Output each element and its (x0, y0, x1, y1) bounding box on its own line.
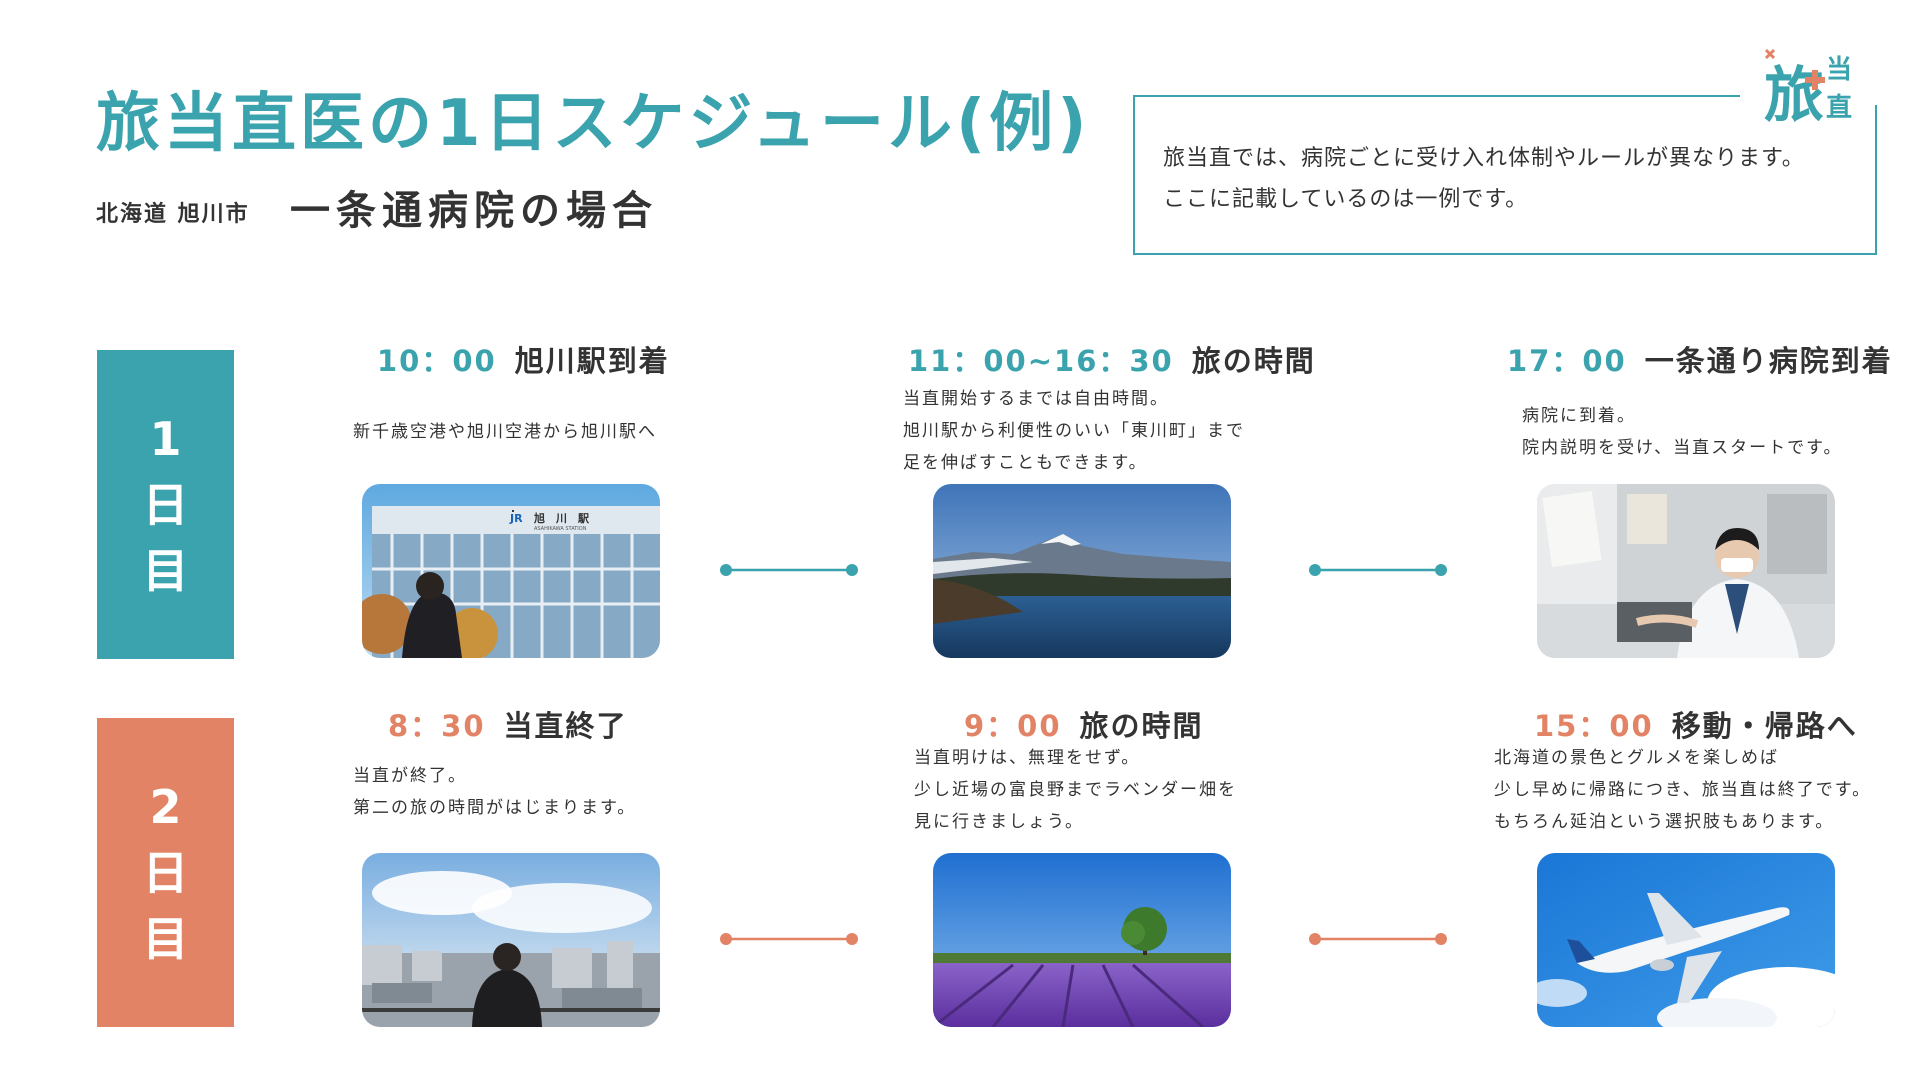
schedule-description: 当直開始するまでは自由時間。 旭川駅から利便性のいい「東川町」まで 足を伸ばすこ… (903, 383, 1245, 479)
description-line: 少し早めに帰路につき、旅当直は終了です。 (1494, 780, 1872, 800)
page-title: 旅当直医の1日スケジュール(例) (96, 87, 1091, 161)
schedule-title: 旅の時間 (1191, 344, 1316, 378)
city-view-photo (362, 853, 660, 1027)
note-line-1: 旅当直では、病院ごとに受け入れ体制やルールが異なります。 (1163, 146, 1805, 171)
schedule-description: 当直が終了。 第二の旅の時間がはじまります。 (353, 760, 636, 824)
note-line-2: ここに記載しているのは一例です。 (1163, 187, 1529, 212)
description-line: 少し近場の富良野までラベンダー畑を (914, 780, 1237, 800)
schedule-description: 北海道の景色とグルメを楽しめば 少し早めに帰路につき、旅当直は終了です。 もちろ… (1494, 742, 1871, 838)
timeline-connector (720, 564, 858, 576)
hospital-subtitle: 一条通病院の場合 (290, 188, 658, 234)
schedule-time: 15：00 (1534, 709, 1654, 743)
day-2-label: 2 日 目 (97, 718, 234, 1027)
note-box-gap (1740, 85, 1880, 105)
timeline-connector (1309, 933, 1447, 945)
description-line: もちろん延泊という選択肢もあります。 (1494, 812, 1835, 832)
station-sign: 旭 川 駅 (533, 511, 589, 525)
doctor-at-desk-photo (1537, 484, 1835, 658)
description-line: 当直開始するまでは自由時間。 (903, 389, 1169, 409)
schedule-description: 当直明けは、無理をせず。 少し近場の富良野までラベンダー畑を 見に行きましょう。 (914, 742, 1237, 838)
day-2-char2: 目 (142, 911, 189, 966)
description-line: 当直が終了。 (353, 766, 467, 786)
airplane-photo (1537, 853, 1835, 1027)
brand-logo: 旅 当 直 (1760, 44, 1860, 131)
description-line: 足を伸ばすこともできます。 (903, 453, 1148, 473)
schedule-title: 旅の時間 (1079, 709, 1204, 743)
schedule-time: 17：00 (1507, 344, 1627, 378)
location-label: 北海道 旭川市 (96, 202, 250, 227)
schedule-heading: 11：00~16：30 旅の時間 (908, 338, 1316, 380)
schedule-title: 移動・帰路へ (1671, 709, 1858, 743)
schedule-heading: 10：00 旭川駅到着 (377, 338, 670, 380)
day-1-char2: 目 (142, 543, 189, 598)
day-1-number: 1 (149, 411, 182, 466)
description-line: 北海道の景色とグルメを楽しめば (1494, 748, 1779, 768)
schedule-description: 病院に到着。 院内説明を受け、当直スタートです。 (1522, 400, 1842, 464)
schedule-title: 一条通り病院到着 (1644, 344, 1893, 378)
description-line: 当直明けは、無理をせず。 (914, 748, 1141, 768)
note-box (1133, 95, 1877, 255)
svg-text:直: 直 (1826, 93, 1852, 123)
schedule-heading: 8：30 当直終了 (388, 703, 628, 745)
timeline-connector (720, 933, 858, 945)
schedule-time: 8：30 (388, 709, 486, 743)
timeline-connector (1309, 564, 1447, 576)
day-1-char1: 日 (142, 477, 189, 532)
schedule-heading: 9：00 旅の時間 (964, 703, 1204, 745)
description-line: 病院に到着。 (1522, 406, 1636, 426)
schedule-time: 9：00 (964, 709, 1062, 743)
schedule-time: 10：00 (377, 344, 497, 378)
schedule-title: 当直終了 (503, 709, 628, 743)
description-line: 旭川駅から利便性のいい「東川町」まで (903, 421, 1245, 441)
description-line: 見に行きましょう。 (914, 812, 1084, 832)
medical-cross-icon: 旅 当 直 (1764, 48, 1852, 131)
day-1-label: 1 日 目 (97, 350, 234, 659)
lavender-field-photo (933, 853, 1231, 1027)
mountain-lake-photo (933, 484, 1231, 658)
day-2-number: 2 (149, 779, 182, 834)
schedule-heading: 17：00 一条通り病院到着 (1507, 338, 1893, 380)
schedule-time: 11：00~16：30 (908, 344, 1174, 378)
description-line: 第二の旅の時間がはじまります。 (353, 798, 637, 818)
description-line: 院内説明を受け、当直スタートです。 (1522, 438, 1843, 458)
jr-logo: JR (509, 512, 523, 525)
description-line: 新千歳空港や旭川空港から旭川駅へ (353, 422, 657, 442)
station-sign-sub: ASAHIKAWA STATION (534, 526, 587, 532)
schedule-heading: 15：00 移動・帰路へ (1534, 703, 1858, 745)
schedule-title: 旭川駅到着 (514, 344, 670, 378)
note-text: 旅当直では、病院ごとに受け入れ体制やルールが異なります。 ここに記載しているのは… (1163, 138, 1805, 220)
asahikawa-station-photo: JR 旭 川 駅 ASAHIKAWA STATION (362, 484, 660, 658)
svg-text:当: 当 (1826, 55, 1852, 85)
day-2-char1: 日 (142, 845, 189, 900)
schedule-description: 新千歳空港や旭川空港から旭川駅へ (353, 416, 657, 448)
